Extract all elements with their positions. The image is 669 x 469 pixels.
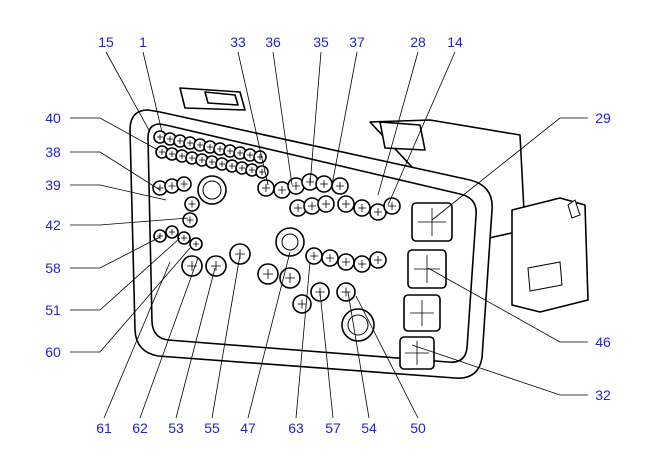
fuse-cross-icon xyxy=(374,208,382,216)
callout-label: 61 xyxy=(96,420,112,436)
fuse-cross-icon xyxy=(292,182,300,190)
fuse-cross-icon xyxy=(322,200,330,208)
fuse-cross-icon xyxy=(187,140,193,146)
fuse-cross-icon xyxy=(157,233,163,239)
fuse-cross-icon xyxy=(341,287,351,297)
fuse-cross-icon xyxy=(310,252,318,260)
fuse-cross-icon xyxy=(358,204,366,212)
callout-label: 57 xyxy=(325,420,341,436)
fuse-cross-icon xyxy=(263,269,273,279)
fuse-cross-icon xyxy=(179,153,185,159)
fuse-cross-icon xyxy=(180,180,188,188)
callout-label: 53 xyxy=(168,420,184,436)
fuse-cross-icon xyxy=(342,200,350,208)
fuse-cross-icon xyxy=(388,202,396,210)
fuse-box-housing xyxy=(129,87,526,379)
fuse-cross-icon xyxy=(181,235,187,241)
fuse-cross-icon xyxy=(188,200,196,208)
callout-label: 38 xyxy=(45,144,61,160)
callout-label: 37 xyxy=(349,34,365,50)
callout-label: 33 xyxy=(230,34,246,50)
fuse-cross-icon xyxy=(308,202,316,210)
callout-label: 55 xyxy=(204,420,220,436)
fuse-cross-icon xyxy=(239,165,245,171)
fuse-cross-icon xyxy=(199,157,205,163)
fuse-cross-icon xyxy=(297,299,307,309)
fuse-cross-icon xyxy=(157,134,163,140)
fuse-cross-icon xyxy=(249,167,255,173)
fuse-cross-icon xyxy=(167,136,173,142)
relay-column xyxy=(399,202,453,370)
fuse-cross-icon xyxy=(211,261,221,271)
side-connector xyxy=(511,197,589,313)
fuse-cross-icon xyxy=(186,216,194,224)
callout-label: 1 xyxy=(139,34,147,50)
callout-label: 35 xyxy=(313,34,329,50)
fuse-cross-icon xyxy=(156,184,164,192)
fuse-cross-icon xyxy=(262,184,270,192)
callout-label: 39 xyxy=(45,177,61,193)
fuse-cross-icon xyxy=(219,161,225,167)
fuse-cross-icon xyxy=(177,138,183,144)
callout-label: 46 xyxy=(595,334,611,350)
fuse-cross-icon xyxy=(278,186,286,194)
callout-label: 60 xyxy=(45,344,61,360)
callout-label: 47 xyxy=(240,420,256,436)
fuse-cross-icon xyxy=(169,151,175,157)
fuse-cross-icon xyxy=(326,254,334,262)
fuse-cross-icon xyxy=(374,256,382,264)
fuse-cross-icon xyxy=(320,180,328,188)
callout-label: 28 xyxy=(410,34,426,50)
callout-label: 14 xyxy=(447,34,463,50)
callout-label: 40 xyxy=(45,110,61,126)
fuse-cross-icon xyxy=(197,142,203,148)
callout-label: 58 xyxy=(45,260,61,276)
fuse-cross-icon xyxy=(247,152,253,158)
fuse-cross-icon xyxy=(168,182,176,190)
callout-label: 15 xyxy=(98,34,114,50)
callout-label: 29 xyxy=(595,110,611,126)
round-sockets xyxy=(197,175,375,342)
fuse-cross-icon xyxy=(189,155,195,161)
fuse-cross-icon xyxy=(209,159,215,165)
fuse-cross-icon xyxy=(336,182,344,190)
callout-label: 32 xyxy=(595,387,611,403)
fuse-cross-icon xyxy=(259,169,265,175)
callout-label: 51 xyxy=(45,302,61,318)
fuse-cross-icon xyxy=(227,148,233,154)
fuse-cross-icon xyxy=(169,229,175,235)
fuse-cross-icon xyxy=(193,241,199,247)
fuse-cross-icon xyxy=(237,150,243,156)
fuse-cross-icon xyxy=(358,260,366,268)
callout-label: 62 xyxy=(132,420,148,436)
fuse-cross-icon xyxy=(342,258,350,266)
callout-label: 50 xyxy=(410,420,426,436)
leader-lines xyxy=(70,51,588,419)
fuse-cross-icon xyxy=(217,146,223,152)
fuse-cross-icon xyxy=(159,149,165,155)
fuse-cross-icon xyxy=(229,163,235,169)
fuse-cross-icon xyxy=(294,204,302,212)
callout-label: 36 xyxy=(265,34,281,50)
callout-labels: 15 1 33 36 35 37 28 14 40 38 39 42 58 51… xyxy=(45,34,611,436)
callout-label: 63 xyxy=(288,420,304,436)
fuse-cross-icon xyxy=(207,144,213,150)
callout-label: 42 xyxy=(45,217,61,233)
callout-label: 54 xyxy=(361,420,377,436)
fuse-cross-icon xyxy=(285,273,295,283)
